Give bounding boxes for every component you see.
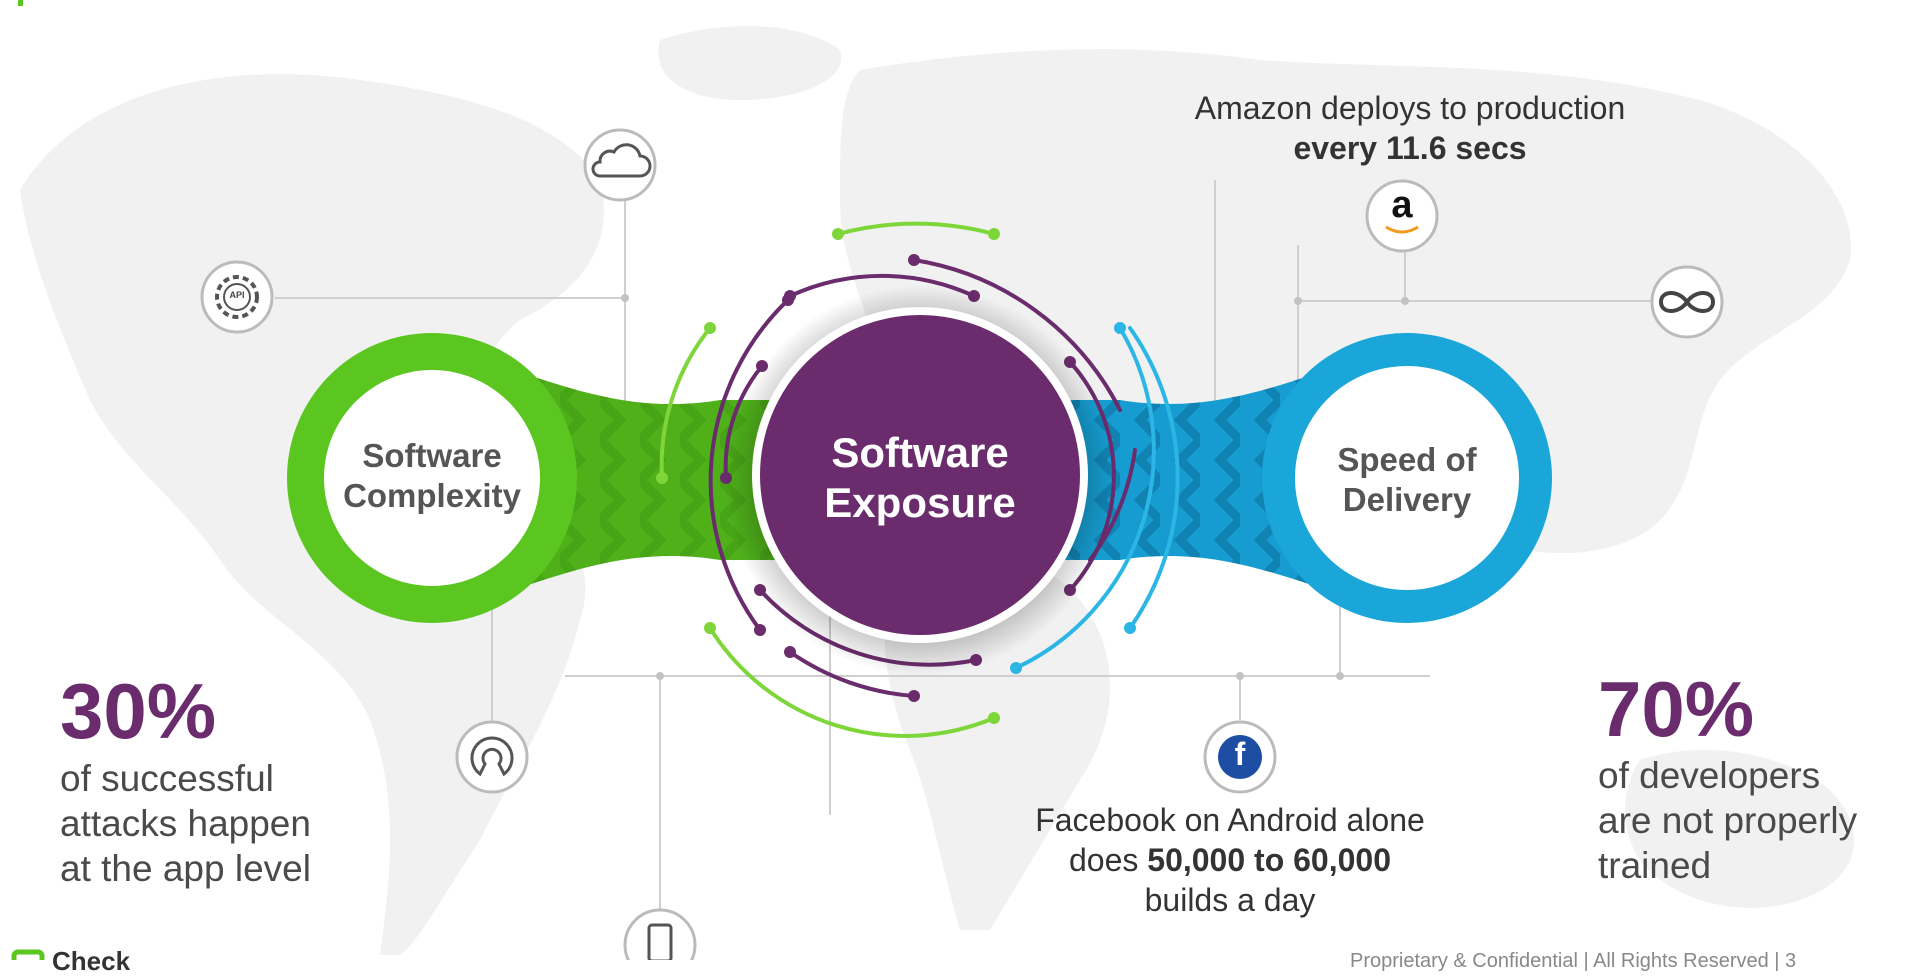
stat-right-line3: trained (1598, 845, 1712, 886)
brand-logo-mark (11, 949, 45, 960)
left-node-line1: Software (362, 437, 502, 474)
stat-right-line2: are not properly (1598, 800, 1858, 841)
facebook-icon-letter: f (1234, 736, 1246, 772)
stat-right-description: of developers are not properly trained (1598, 753, 1857, 888)
amazon-icon-letter: a (1391, 184, 1413, 226)
facebook-callout-line2-bold: 50,000 to 60,000 (1147, 842, 1391, 878)
facebook-icon (1203, 720, 1277, 794)
stat-left-description: of successful attacks happen at the app … (60, 756, 311, 891)
hub-label: Software Exposure (780, 428, 1060, 528)
hub-line2: Exposure (824, 479, 1016, 526)
infinity-icon (1650, 265, 1724, 339)
stat-left-line3: at the app level (60, 848, 311, 889)
amazon-callout-line1: Amazon deploys to production (1194, 90, 1626, 126)
open-source-icon (455, 720, 529, 794)
hub-circle (760, 315, 1080, 635)
cloud-icon (583, 128, 657, 202)
top-accent (18, 0, 23, 6)
api-icon-label: API (229, 290, 245, 300)
left-node-label: Software Complexity (332, 436, 532, 516)
facebook-callout-line1: Facebook on Android alone (1035, 802, 1425, 838)
facebook-callout: Facebook on Android alone does 50,000 to… (990, 800, 1470, 920)
connector-dots (621, 294, 1409, 680)
left-node-line2: Complexity (343, 477, 521, 514)
left-node-core (324, 370, 540, 586)
stat-right-value: 70% (1598, 665, 1755, 753)
facebook-callout-line2-pre: does (1068, 842, 1148, 878)
mobile-phone-icon (623, 908, 697, 960)
footer-brand: Check (52, 946, 131, 976)
stat-left-line2: attacks happen (60, 803, 311, 844)
amazon-icon (1365, 179, 1439, 253)
hub-line1: Software (831, 429, 1009, 476)
right-node-core (1295, 366, 1519, 590)
stat-left-line1: of successful (60, 758, 274, 799)
right-node-line1: Speed of (1337, 441, 1477, 478)
facebook-callout-line3: builds a day (1144, 882, 1316, 918)
facebook-callout-line2: does 50,000 to 60,000 (990, 840, 1470, 880)
amazon-callout: Amazon deploys to production every 11.6 … (1140, 88, 1680, 168)
footer-notice: Proprietary & Confidential | All Rights … (1350, 950, 1797, 972)
right-node-label: Speed of Delivery (1307, 440, 1507, 520)
right-node-line2: Delivery (1342, 481, 1472, 518)
api-gear-icon (200, 260, 274, 334)
stat-right-line1: of developers (1598, 755, 1821, 796)
stat-left-value: 30% (60, 667, 217, 755)
amazon-callout-line2: every 11.6 secs (1293, 130, 1527, 166)
